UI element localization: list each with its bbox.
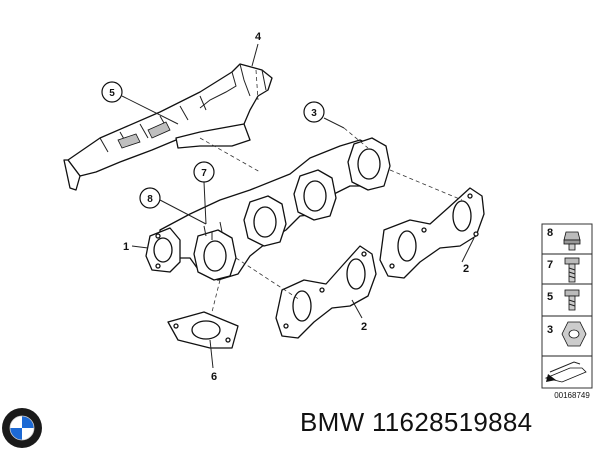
- outlet-gasket: [167, 311, 239, 349]
- bolt-short-icon: [564, 289, 580, 311]
- arrow-icon: [544, 361, 587, 383]
- callout-7: 7: [193, 161, 215, 183]
- legend-label-8: 8: [547, 227, 553, 239]
- nut-icon: [561, 321, 587, 347]
- exhaust-manifold: [145, 137, 391, 281]
- manifold-gasket-upper: [379, 187, 485, 279]
- heat-shield: [63, 63, 273, 191]
- bmw-logo-icon: [2, 408, 42, 448]
- part-number-caption: BMW 11628519884: [300, 407, 533, 437]
- svg-text:8: 8: [147, 194, 153, 205]
- label-2a: 2: [463, 263, 469, 275]
- legend-label-5: 5: [547, 291, 553, 303]
- label-6: 6: [211, 371, 217, 383]
- svg-text:3: 3: [311, 108, 317, 119]
- legend-label-3: 3: [547, 324, 553, 336]
- diagram-id: 00168749: [554, 391, 590, 400]
- callout-3: 3: [303, 101, 325, 123]
- legend-box: 8 7 5 3: [541, 223, 593, 389]
- callout-8: 8: [139, 187, 161, 209]
- label-2b: 2: [361, 321, 367, 333]
- svg-text:7: 7: [201, 168, 207, 179]
- callout-5: 5: [101, 81, 123, 103]
- label-1: 1: [123, 241, 129, 253]
- label-4: 4: [255, 31, 262, 43]
- bolt-long-icon: [564, 257, 580, 283]
- leader-lines: [121, 43, 475, 369]
- legend-label-7: 7: [547, 259, 553, 271]
- svg-text:5: 5: [109, 88, 115, 99]
- bolt-flange-icon: [563, 231, 581, 251]
